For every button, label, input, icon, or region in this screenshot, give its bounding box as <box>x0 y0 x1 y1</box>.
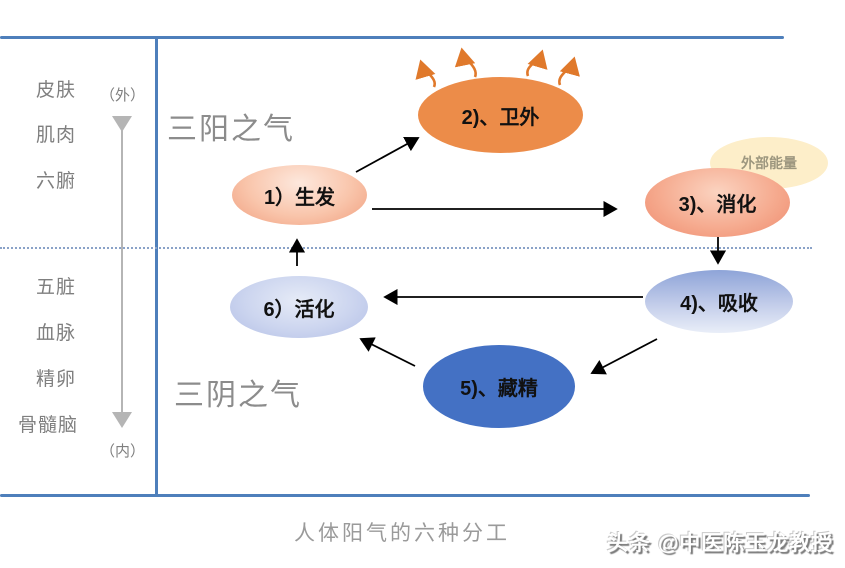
left-label-muscle: 肌肉 <box>36 125 77 146</box>
node-xiaohua-ellipse: 3)、消化 <box>645 168 790 237</box>
weiwai-emission-arrow-3 <box>526 49 548 77</box>
left-label-skin: 皮肤 <box>36 80 77 101</box>
external-energy-label: 外部能量 <box>741 155 797 171</box>
node-huohua-label: 6）活化 <box>263 298 335 321</box>
yang-section-title: 三阳之气 <box>167 113 295 146</box>
node-xishou-ellipse: 4)、吸收 <box>645 270 793 333</box>
top-border-line <box>0 36 784 39</box>
arrow-xishou-to-cangjing <box>590 338 658 375</box>
left-label-marrow-brain: 骨髓脑 <box>18 415 79 436</box>
yin-section-title: 三阴之气 <box>174 379 302 412</box>
left-label-five-zang: 五脏 <box>36 277 77 298</box>
left-label-inner: （内） <box>100 443 146 460</box>
weiwai-emission-arrow-1 <box>415 59 436 88</box>
left-label-outer: （外） <box>100 87 146 104</box>
left-label-essence-egg: 精卵 <box>36 369 77 390</box>
node-shengfa-label: 1）生发 <box>263 186 336 209</box>
node-cangjing-label: 5)、藏精 <box>460 378 538 400</box>
node-shengfa-ellipse: 1）生发 <box>232 165 367 225</box>
diagram-caption: 人体阳气的六种分工 <box>294 522 510 545</box>
bottom-border-line <box>0 494 810 497</box>
vertical-divider-line <box>155 37 158 496</box>
node-xiaohua-label: 3)、消化 <box>678 194 757 216</box>
node-xishou-label: 4)、吸收 <box>680 293 758 315</box>
yin-yang-dotted-divider <box>0 247 812 249</box>
node-weiwai-label: 2)、卫外 <box>461 106 540 129</box>
weiwai-emission-arrow-4 <box>558 56 580 86</box>
node-weiwai-ellipse: 2)、卫外 <box>418 77 583 153</box>
arrow-shengfa-to-weiwai <box>355 136 420 173</box>
weiwai-emission-arrow-2 <box>454 47 477 78</box>
arrow-cangjing-to-huohua <box>359 337 416 367</box>
toutiao-watermark: 头条 @中医陈玉龙教授 <box>607 532 834 555</box>
node-cangjing-ellipse: 5)、藏精 <box>423 345 575 428</box>
left-label-six-fu: 六腑 <box>36 171 77 192</box>
node-huohua-ellipse: 6）活化 <box>230 276 368 338</box>
left-label-blood-vessels: 血脉 <box>36 323 77 344</box>
